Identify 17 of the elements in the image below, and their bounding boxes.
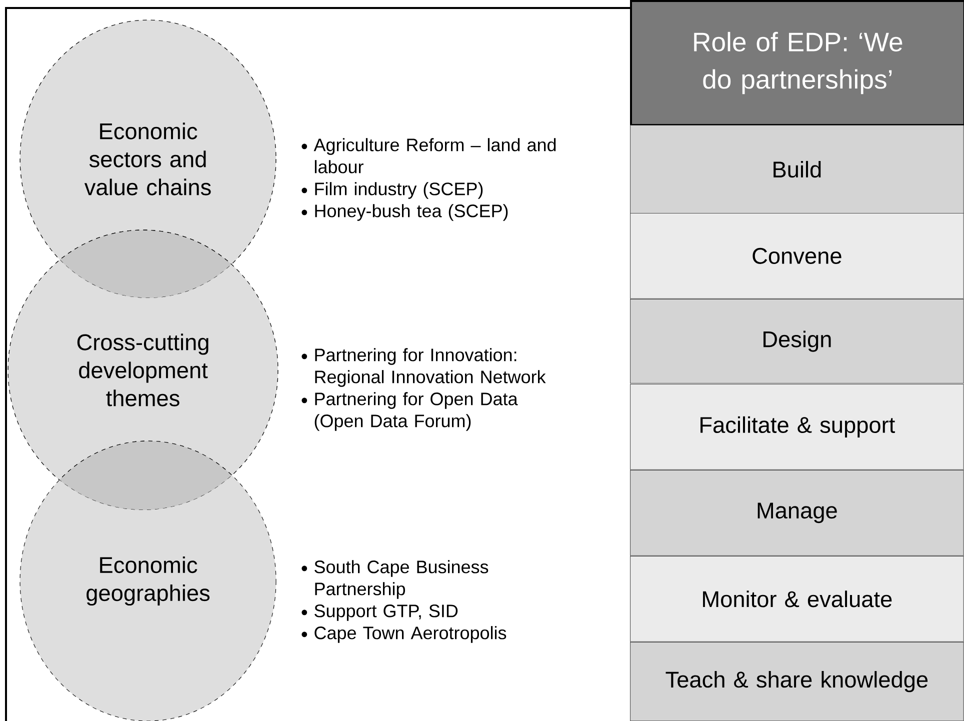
list-item: Partnering for Innovation: Regional Innovation Network (315, 348, 546, 387)
list-item: Cape Town Aerotropolis (314, 626, 506, 643)
list-item: Film industry (SCEP) (315, 182, 483, 199)
role-box: Facilitate & support (630, 384, 964, 470)
node-label: Economic geographies (86, 556, 210, 606)
list-item: Agriculture Reform – land and labour (314, 138, 556, 174)
header-box: Role of EDP: ‘We do partnerships’ (630, 0, 964, 126)
list-item: Partnering for Open Data (Open Data Forum) (314, 392, 518, 431)
role-box: Convene (630, 213, 964, 299)
role-box: Manage (630, 470, 964, 556)
list-item: Honey-bush tea (SCEP) (315, 204, 508, 221)
list-item: South Cape Business Partnership (314, 560, 488, 599)
list-item: Support GTP, SID (314, 604, 458, 621)
role-box: Build (630, 125, 964, 214)
role-box: Design (630, 299, 964, 384)
role-box: Teach & share knowledge (630, 642, 964, 721)
role-box: Monitor & evaluate (630, 556, 964, 642)
